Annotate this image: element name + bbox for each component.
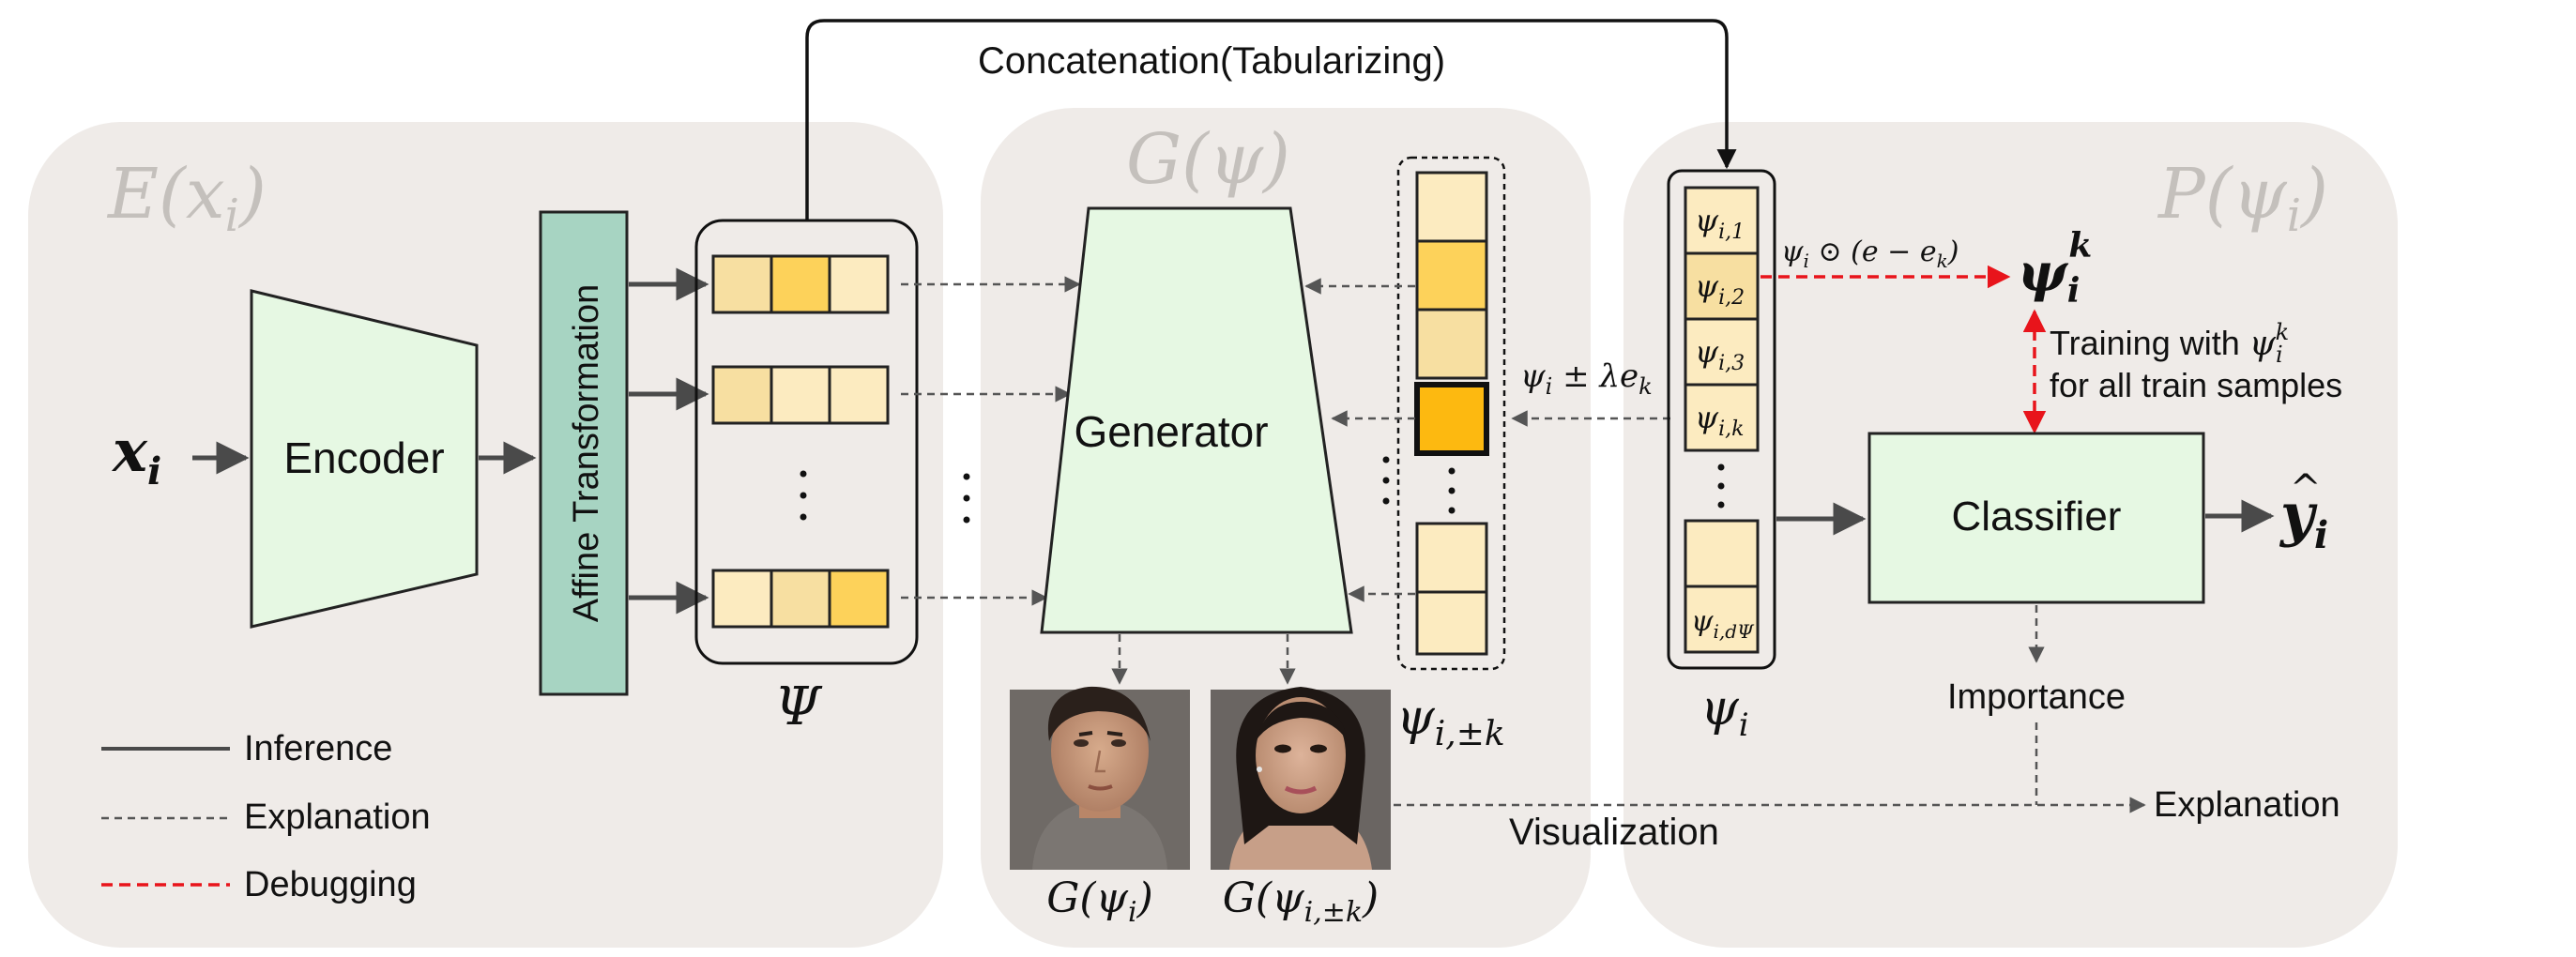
classifier-label: Classifier	[1952, 494, 2122, 539]
concat-connector	[805, 19, 1737, 220]
perturbed-ellipsis	[1382, 456, 1456, 514]
encoder-panel-title: E(xi)	[106, 154, 267, 242]
tab-cell-k: ψi,k	[1695, 400, 1744, 441]
psi-row-1	[711, 254, 890, 314]
face-caption-1: G(ψi)	[1046, 874, 1153, 929]
encoder-block	[250, 289, 479, 629]
encoder-panel	[28, 122, 943, 948]
legend-inference-label: Inference	[244, 729, 392, 768]
mask-formula: ψi ⊙ (e − ek)	[1781, 235, 1959, 272]
psi-row-2	[711, 365, 890, 425]
psi-style-label: Ψ	[774, 676, 822, 737]
generator-block	[1040, 206, 1353, 634]
tab-cell-2: ψi,2	[1695, 268, 1745, 310]
training-label-2: for all train samples	[2050, 366, 2342, 404]
face-image-2	[1211, 687, 1391, 870]
psi-row-3	[711, 569, 890, 629]
visualization-label: Visualization	[1509, 812, 1719, 853]
tabular-cells	[1684, 186, 1760, 654]
output-y-hat: ^	[2290, 467, 2322, 510]
concat-label: Concatenation(Tabularizing)	[978, 40, 1445, 82]
psi-vertical-ellipsis	[800, 470, 807, 521]
tabular-ellipsis	[1717, 463, 1725, 509]
tab-cell-1: ψi,1	[1695, 203, 1745, 244]
perturbed-container	[1396, 156, 1506, 671]
output-y: yi	[2279, 480, 2328, 557]
tab-cell-d: ψi,dΨ	[1691, 605, 1755, 643]
perturbed-cells	[1414, 171, 1489, 656]
between-ellipsis	[963, 473, 970, 524]
legend-explanation-label: Explanation	[244, 798, 431, 837]
tabular-container	[1667, 169, 1776, 670]
generator-label: Generator	[1074, 407, 1268, 456]
encoder-label: Encoder	[283, 433, 444, 482]
masked-feature-label: ψik	[2018, 226, 2092, 311]
importance-label: Importance	[1947, 677, 2126, 717]
perturbed-label: ψi,±k	[1396, 690, 1505, 753]
generator-panel-title: G(ψ)	[1126, 119, 1290, 200]
perturbation-formula: ψi ± λek	[1520, 357, 1653, 400]
predictor-panel-title: P(ψi)	[2157, 154, 2328, 242]
face-image-1	[1010, 686, 1190, 870]
tabular-label: ψi	[1700, 680, 1749, 744]
legend-debugging-label: Debugging	[244, 865, 417, 904]
input-x: xi	[111, 417, 161, 494]
classifier-block	[1867, 432, 2205, 604]
explanation-label: Explanation	[2154, 785, 2340, 825]
affine-label: Affine Transformation	[567, 284, 606, 622]
affine-block	[539, 210, 629, 696]
psi-container	[694, 219, 919, 665]
face-caption-2: G(ψi,±k)	[1223, 874, 1379, 929]
legend: Inference Explanation Debugging	[101, 729, 431, 904]
tab-cell-3: ψi,3	[1695, 334, 1745, 375]
